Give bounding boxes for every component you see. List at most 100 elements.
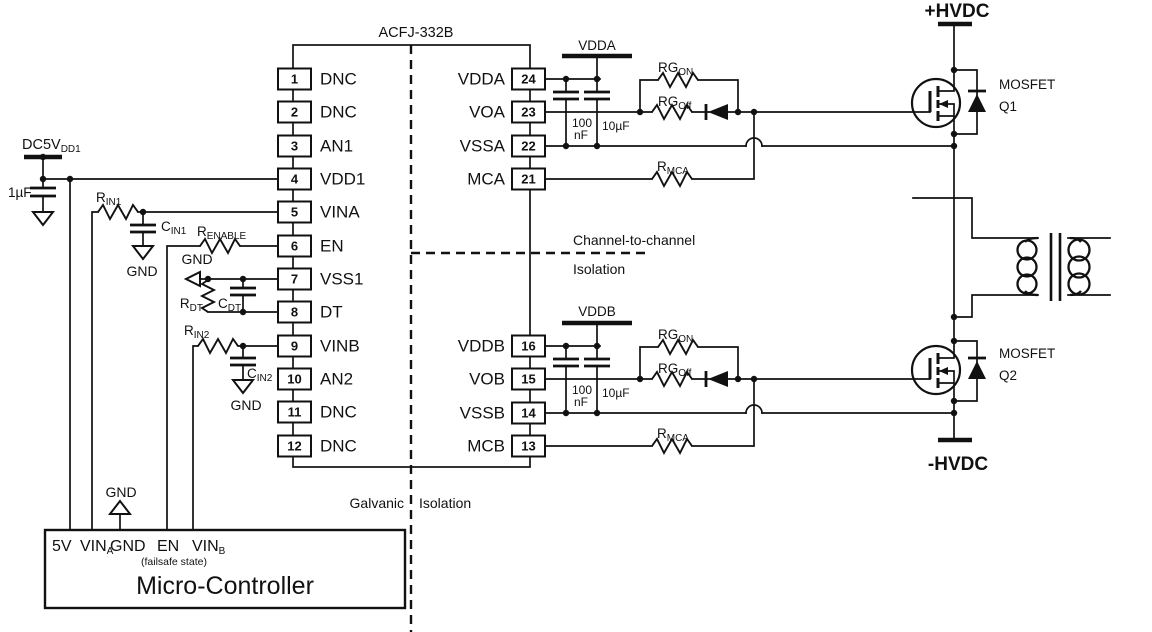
pin-number: 23 [521,105,535,120]
galvanic-label-2: Isolation [419,495,471,511]
pin-name: DNC [320,437,357,456]
pin-name: VSSA [460,137,506,156]
rg-off-diode-a [708,104,728,120]
mosfet-label-q2: MOSFET [999,346,1055,361]
rg-off-label: RGOff [658,94,692,112]
q1-label: Q1 [999,99,1017,114]
pin-4: 4 VDD1 [277,167,365,191]
pin-name: DNC [320,103,357,122]
pin-number: 15 [521,372,535,387]
pin-number: 21 [521,172,535,187]
pin-number: 11 [288,405,302,420]
pin-name: DNC [320,70,357,89]
cap-10uf-label: 10µF [602,386,630,400]
pin-name: VSS1 [320,270,363,289]
mcu-terminal-vina: VINA [80,538,114,557]
resistors [97,71,699,456]
pin-number: 24 [521,72,536,87]
mcu-terminal-5v: 5V [52,538,72,555]
cin1-label: CIN1 [161,219,187,237]
cap-10uf-label: 10µF [602,119,630,133]
cin2-label: CIN2 [247,366,273,384]
gnd-arrow-1uf [30,211,56,227]
ic-title: ACFJ-332B [379,25,454,41]
gnd-label-cin1: GND [126,263,157,279]
cdt-label: CDT [218,296,241,314]
microcontroller: GND 5V VINA GND EN VINB (failsafe state)… [43,484,407,610]
pin-name: DNC [320,403,357,422]
pin-name: VINB [320,337,360,356]
pin-number: 16 [521,339,535,354]
vdda-rail-label: VDDA [578,38,616,53]
mosfet-q2-symbol [910,344,962,396]
pin-name: VDD1 [320,170,365,189]
pin-number: 14 [521,406,536,421]
mosfet-q1-symbol [910,77,962,129]
cap-100nf-label-2: nF [574,395,588,409]
cap-1uf-label: 1µF [8,185,32,200]
rg-on-label: RGON [658,327,693,345]
dc5v-label: DC5VDD1 [22,137,81,155]
pin-name: VDDA [458,70,506,89]
wire-hop [745,137,763,414]
diodes [704,89,986,387]
rin2-label: RIN2 [184,323,210,341]
pin-name: DT [320,303,343,322]
mcu-name: Micro-Controller [136,572,314,600]
pin-number: 6 [291,239,298,254]
pin-number: 7 [291,272,298,287]
c2c-isolation-label-1: Channel-to-channel [573,232,695,248]
gnd-arrow-cin1 [130,245,156,261]
transformer-core [1049,233,1062,301]
pin-21: 21 MCA [467,167,546,191]
pin-11: 11 DNC [277,400,357,424]
pin-2: 2 DNC [277,100,357,124]
pin-name: VINA [320,203,360,222]
channel-arrow [939,100,948,108]
c2c-isolation-label-2: Isolation [573,261,625,277]
body-diode-q1 [968,94,986,112]
pin-number: 8 [291,305,298,320]
pin-name: VSSB [460,404,505,423]
pin-name: VOB [469,370,505,389]
channel-arrow [939,367,948,375]
pos-hvdc-label: +HVDC [925,1,990,22]
pin-number: 12 [287,439,301,454]
rdt-label: RDT [180,296,203,314]
pin-14: 14 VSSB [460,401,546,425]
failsafe-note: (failsafe state) [141,556,207,568]
gnd-label-cin2: GND [230,397,261,413]
pin-24: 24 VDDA [458,67,546,91]
cap-100nf-label-1: 100 [572,116,592,130]
left-component-labels: DC5VDD1 1µF RIN1 CIN1 GND RENABLE GND RD… [8,137,273,413]
pin-3: 3 AN1 [277,134,353,158]
gnd-arrow-cin2 [230,379,256,395]
pin-name: MCA [467,170,505,189]
body-diode-q2 [968,361,986,379]
gnd-arrow-vss1 [183,270,201,288]
isolation-labels: Channel-to-channel Isolation Galvanic Is… [350,232,696,511]
vddb-rail-label: VDDB [578,304,616,319]
gnd-label-vss1: GND [181,251,212,267]
pin-12: 12 DNC [277,434,357,458]
pin-number: 2 [291,105,298,120]
pin-number: 3 [291,139,298,154]
wires [42,23,1111,531]
rmca-label: RMCA [657,159,689,177]
pin-name: AN1 [320,137,353,156]
pin-name: MCB [467,437,505,456]
pin-number: 4 [291,172,299,187]
rin1-label: RIN1 [96,190,122,208]
pin-name: AN2 [320,370,353,389]
